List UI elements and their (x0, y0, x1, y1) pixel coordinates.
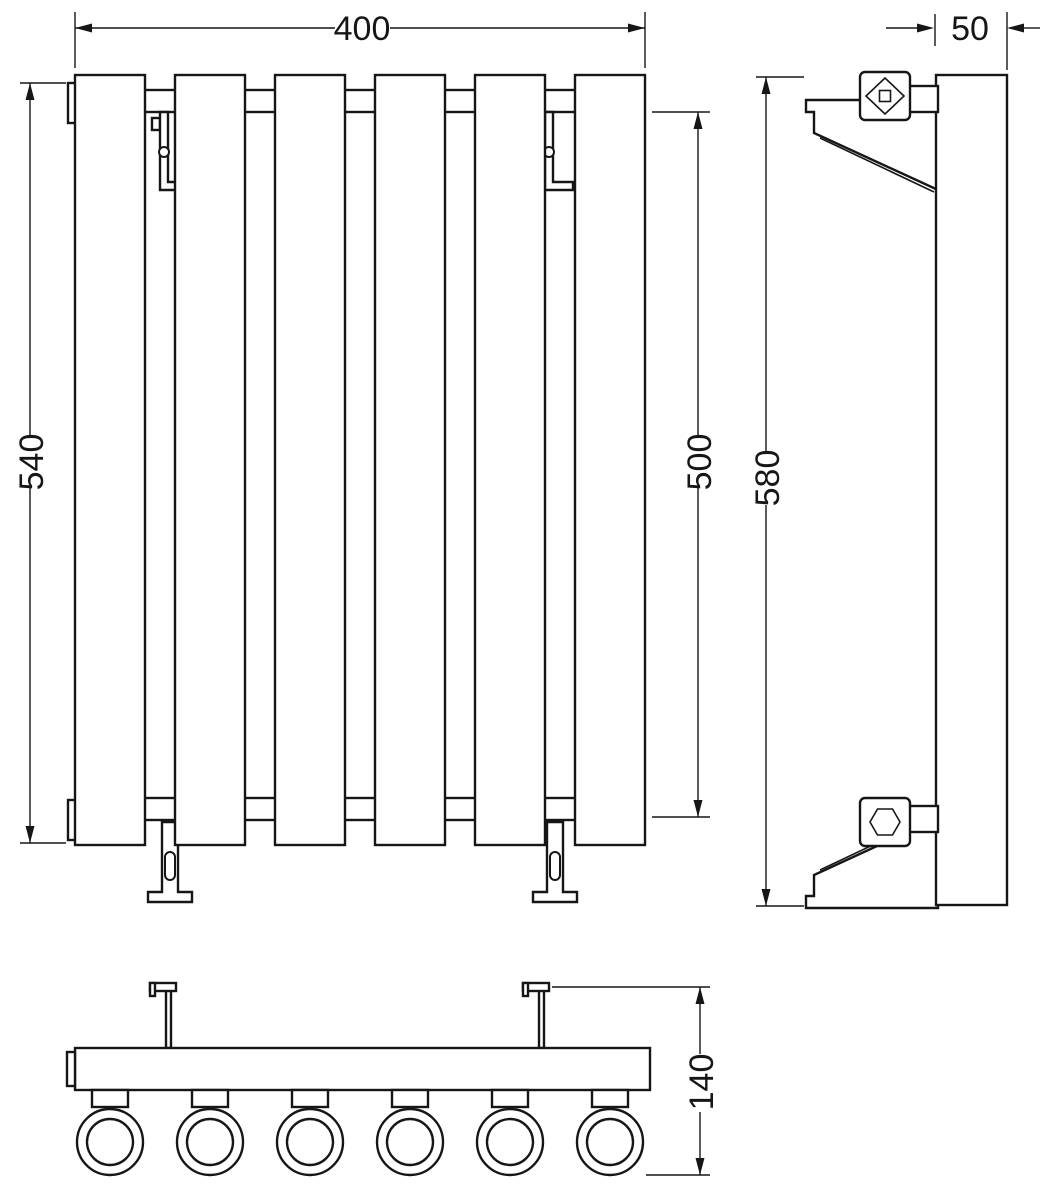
valve-socket (878, 89, 892, 103)
front-view (66, 73, 647, 904)
pipe-stub (190, 1088, 230, 1109)
valve-diamond (864, 76, 906, 116)
arrowhead (693, 800, 703, 817)
radiator-panel (373, 73, 447, 847)
tube-inner (185, 1117, 235, 1167)
bottom-view-bracket (148, 981, 178, 1050)
bracket-slot (164, 851, 176, 881)
arrowhead (25, 826, 35, 843)
bracket-stem (537, 988, 546, 1050)
bottom-wall-bracket (531, 820, 579, 904)
arrowhead (1007, 23, 1024, 33)
side-panel-profile (934, 73, 1009, 907)
bracket-hole (158, 146, 170, 158)
bottom-view (65, 981, 652, 1177)
pipe-stub (590, 1088, 630, 1109)
dimension-bottom-depth: 140 (552, 986, 721, 1176)
tube-inner (85, 1117, 135, 1167)
bottom-connector-stub (904, 804, 940, 834)
collector-bar (73, 1046, 652, 1092)
dimension-side-height-overall: 580 (749, 76, 804, 907)
arrowhead (761, 77, 771, 94)
arrowhead (917, 23, 934, 33)
bracket-lip (521, 981, 530, 998)
arrowhead (761, 889, 771, 906)
dimension-side-depth: 50 (886, 10, 1040, 70)
radiator-panel (473, 73, 547, 847)
tube-inner (585, 1117, 635, 1167)
dimension-front-width: 400 (74, 10, 646, 68)
bracket-slot (549, 851, 561, 881)
radiator-panel (573, 73, 647, 847)
collector-left-tab (65, 1050, 77, 1088)
radiator-panel (273, 73, 347, 847)
tube-inner (485, 1117, 535, 1167)
arrowhead (695, 987, 705, 1004)
dimension-front-height-overall: 540 (13, 82, 66, 844)
top-collector-pipe (78, 88, 642, 114)
arrowhead (75, 23, 92, 33)
tube-inner (285, 1117, 335, 1167)
bottom-view-bracket (521, 981, 551, 1050)
arrowhead (695, 1158, 705, 1175)
arrowhead (25, 83, 35, 100)
side-top-bracket-edge (819, 137, 935, 193)
bracket-stem (164, 988, 173, 1050)
pipe-stubs (90, 1088, 630, 1109)
radiator-panels (73, 73, 647, 847)
pipe-stub (490, 1088, 530, 1109)
radiator-panel (173, 73, 247, 847)
tube-inner (385, 1117, 435, 1167)
dim-label-side-height-overall: 580 (749, 450, 787, 507)
dim-label-bottom-depth: 140 (683, 1054, 721, 1111)
pipe-stub (90, 1088, 130, 1109)
dim-label-side-depth: 50 (951, 10, 989, 48)
top-air-valve (858, 70, 912, 122)
valve-body (858, 796, 912, 848)
bottom-valve (858, 796, 912, 848)
top-wall-bracket (150, 110, 190, 192)
tube-sections (75, 1107, 645, 1177)
dim-label-front-height-connections: 500 (681, 434, 719, 491)
pipe-stub (390, 1088, 430, 1109)
pipe-stub (290, 1088, 330, 1109)
bottom-collector-pipe (78, 796, 642, 822)
arrowhead (628, 23, 645, 33)
valve-hex-nut (869, 808, 901, 836)
valve-body (858, 70, 912, 122)
dim-label-front-height-overall: 540 (13, 434, 51, 491)
radiator-panel (73, 73, 147, 847)
dim-label-front-width: 400 (334, 10, 391, 48)
dimension-front-height-connections: 500 (652, 111, 719, 818)
bracket-lip (148, 981, 157, 998)
side-view (804, 70, 1009, 910)
arrowhead (693, 112, 703, 129)
